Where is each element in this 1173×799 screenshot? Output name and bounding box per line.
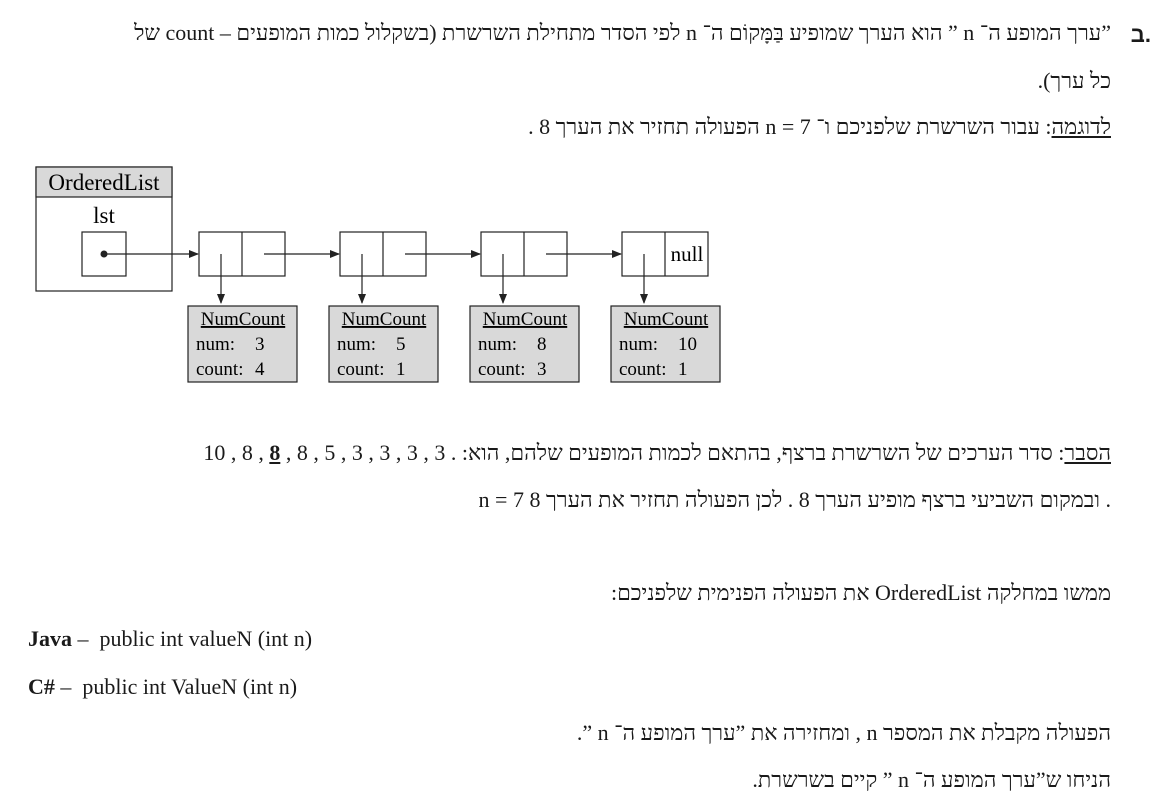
section-label: ב. <box>1130 22 1151 47</box>
list-node-3 <box>480 231 622 304</box>
explanation-line-2: n = 7 ובמקום השביעי ברצף מופיע הערך 8 . … <box>478 487 1111 512</box>
count-value: 1 <box>678 359 688 380</box>
lst-field-label: lst <box>93 203 115 228</box>
num-label: num: <box>337 334 376 355</box>
example-line: לדוגמה: עבור השרשרת שלפניכם ו־ n = 7 הפע… <box>528 114 1111 140</box>
count-value: 1 <box>396 359 406 380</box>
csharp-signature: C# – public int ValueN (int n) <box>28 674 297 700</box>
num-value: 5 <box>396 334 406 355</box>
dash: – <box>77 626 89 651</box>
definition-line-2: כל ערך). <box>1037 68 1111 93</box>
value-sequence: 10 , 8 , 8 , 8 , 5 , 3 , 3 , 3 , 3 . <box>203 440 456 465</box>
sequence-highlight: 8 <box>269 440 281 465</box>
count-label: count: <box>196 359 244 380</box>
ordered-list-title: OrderedList <box>48 170 160 195</box>
explanation-text: : סדר הערכים של השרשרת ברצף, בהתאם לכמות… <box>456 440 1065 465</box>
numcount-title: NumCount <box>624 309 709 330</box>
definition-line-1: ”ערך המופע ה־ n ” הוא הערך שמופיע בַּמָּ… <box>134 20 1111 45</box>
sequence-before: 10 , 8 , <box>203 440 270 465</box>
numcount-box-1: NumCount num: 3 count: 4 <box>187 305 298 383</box>
count-value: 3 <box>537 359 547 380</box>
numcount-box-4: NumCount num: 10 count: 1 <box>610 305 721 383</box>
lst-pointer-dot <box>100 250 108 258</box>
sequence-after: , 8 , 5 , 3 , 3 , 3 , 3 . <box>280 440 457 465</box>
list-node-4: null <box>621 231 709 304</box>
null-label: null <box>671 242 704 266</box>
list-node-2 <box>339 231 481 304</box>
java-method: public int valueN (int n) <box>99 626 313 651</box>
java-signature: Java – public int valueN (int n) <box>28 626 312 652</box>
explanation-label: הסבר <box>1064 440 1111 465</box>
dash: – <box>60 674 72 699</box>
java-lang-label: Java <box>28 626 72 651</box>
count-label: count: <box>478 359 526 380</box>
ordered-list-object: OrderedList lst <box>35 166 199 292</box>
num-value: 10 <box>678 334 697 355</box>
lst-pointer-cell <box>81 231 127 277</box>
num-label: num: <box>478 334 517 355</box>
num-label: num: <box>619 334 658 355</box>
list-node-1 <box>198 231 340 304</box>
example-label: לדוגמה <box>1051 114 1111 139</box>
csharp-lang-label: C# <box>28 674 55 699</box>
num-label: num: <box>196 334 235 355</box>
numcount-title: NumCount <box>342 309 427 330</box>
implement-instruction: ממשו במחלקה OrderedList את הפעולה הפנימי… <box>610 580 1111 605</box>
example-text: : עבור השרשרת שלפניכם ו־ n = 7 הפעולה תח… <box>528 114 1052 139</box>
csharp-method: public int ValueN (int n) <box>82 674 298 699</box>
num-value: 3 <box>255 334 265 355</box>
count-label: count: <box>337 359 385 380</box>
numcount-title: NumCount <box>201 309 286 330</box>
count-value: 4 <box>255 359 265 380</box>
numcount-box-2: NumCount num: 5 count: 1 <box>328 305 439 383</box>
receives-line: הפעולה מקבלת את המספר n , ומחזירה את ”ער… <box>576 720 1111 745</box>
assume-line: הניחו ש”ערך המופע ה־ n ” קיים בשרשרת. <box>752 767 1111 792</box>
count-label: count: <box>619 359 667 380</box>
numcount-title: NumCount <box>483 309 568 330</box>
numcount-box-3: NumCount num: 8 count: 3 <box>469 305 580 383</box>
explanation-line-1: הסבר: סדר הערכים של השרשרת ברצף, בהתאם ל… <box>203 440 1111 466</box>
num-value: 8 <box>537 334 547 355</box>
